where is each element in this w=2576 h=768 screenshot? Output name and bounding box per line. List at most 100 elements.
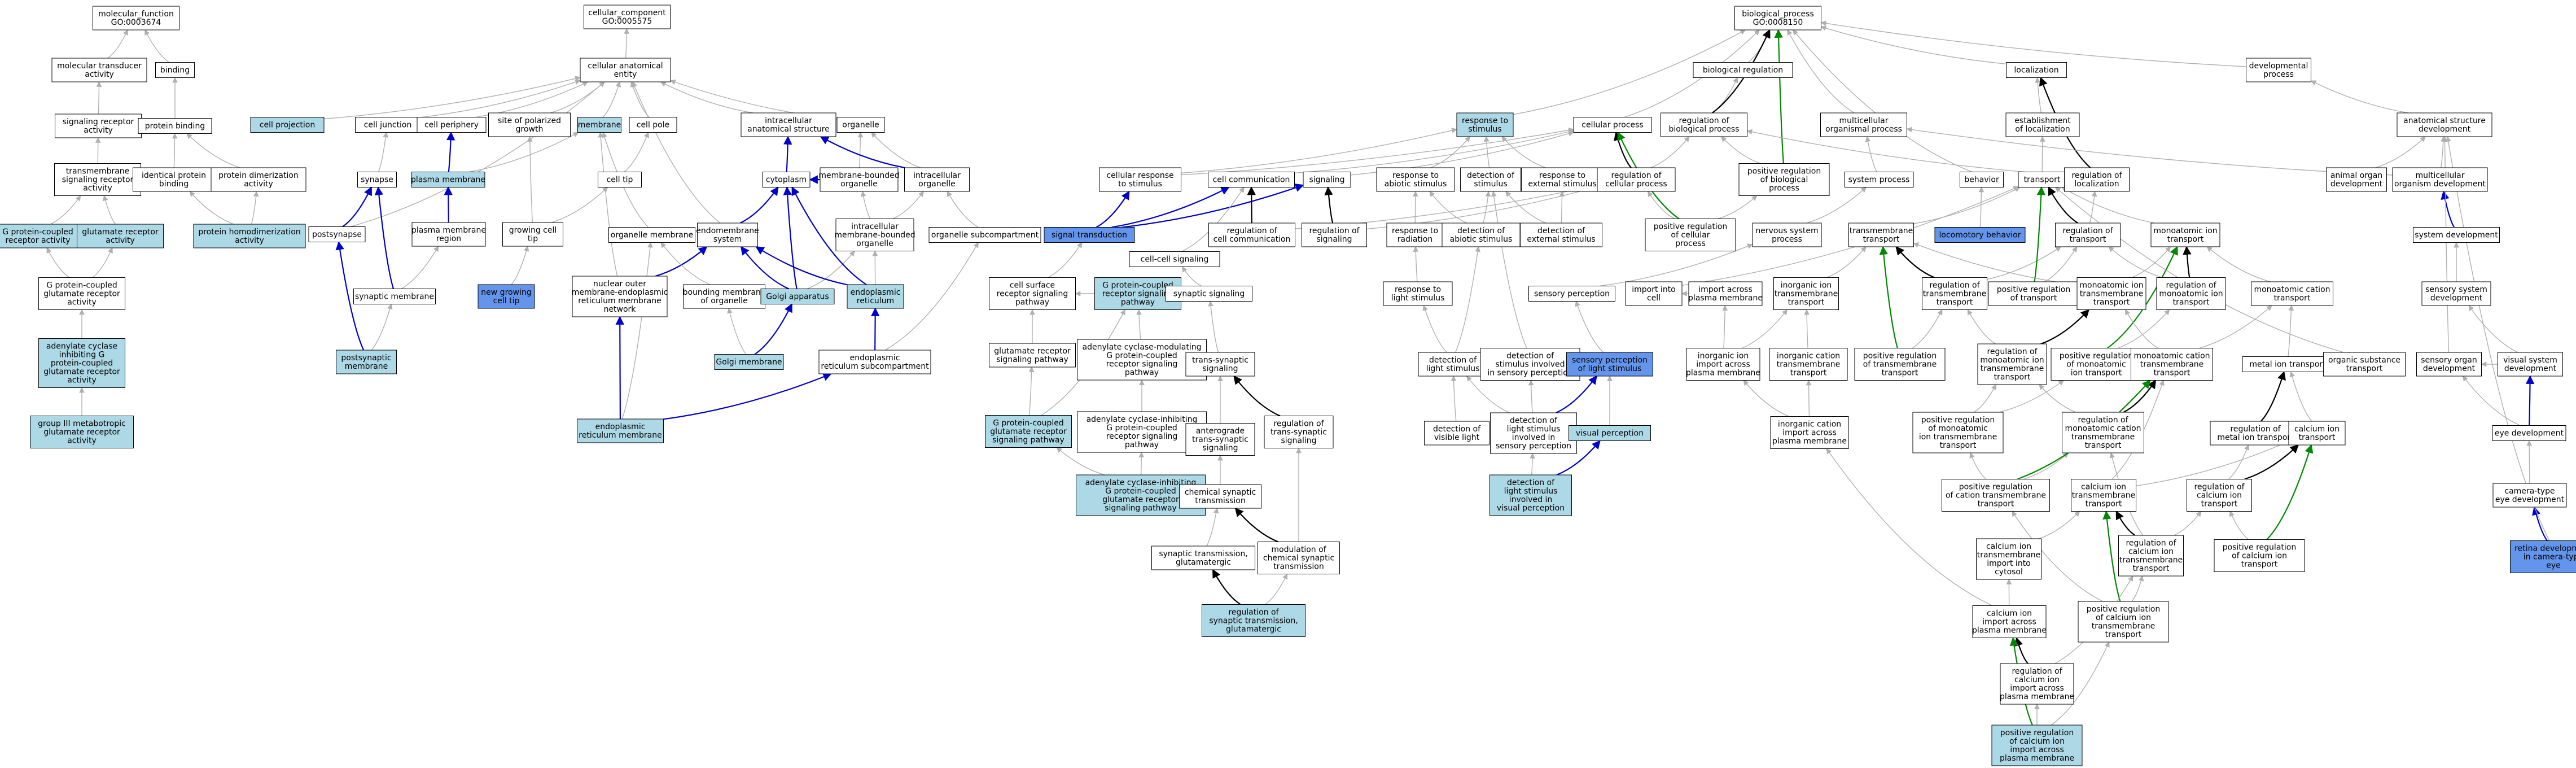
term-box (55, 114, 142, 138)
term-label-line: detection of (1506, 352, 1554, 361)
relation-edge (1056, 447, 1105, 475)
relation-edge (2289, 371, 2312, 422)
term-label-line: cytosol (1995, 568, 2023, 577)
term-box (38, 277, 125, 310)
relation-edge (2131, 246, 2171, 278)
term-label-line: positive regulation (1921, 416, 1995, 425)
term-box (2326, 167, 2387, 192)
term-label-line: binding (159, 180, 189, 189)
term-node-golgimem: Golgi membrane (714, 354, 784, 370)
term-label-line: GO:0008150 (1753, 18, 1803, 27)
term-box (1820, 112, 1907, 137)
term-label-line: protein homodimerization (198, 228, 300, 237)
relation-edge (2228, 444, 2250, 480)
term-label-line: calcium ion (1987, 609, 2032, 618)
term-box (760, 289, 835, 304)
term-label-line: region (436, 234, 461, 243)
relation-edge (739, 186, 779, 224)
term-label-line: monoatomic cation (2254, 285, 2330, 294)
term-box (2064, 167, 2130, 192)
relation-edge (1265, 573, 1288, 605)
term-box (2187, 479, 2252, 512)
term-label-line: Golgi apparatus (766, 293, 829, 302)
term-label-line: receptor signaling (1102, 290, 1174, 299)
term-box (1258, 542, 1340, 574)
term-label-line: calcium ion (1986, 542, 2031, 551)
term-box (2242, 356, 2333, 372)
term-box (762, 172, 811, 187)
term-box (1752, 222, 1822, 247)
term-box (488, 112, 571, 137)
term-label-line: positive regulation (1959, 483, 2032, 492)
term-label-line: reticulum membrane (579, 431, 661, 440)
relation-edge (1721, 136, 1761, 164)
term-label-line: membrane-bounded (818, 171, 899, 180)
relation-edge (1111, 186, 1230, 228)
term-label-line: intracellular (913, 171, 961, 180)
relation-edge (2206, 246, 2271, 282)
term-box (93, 6, 179, 30)
term-label-line: development (2423, 364, 2476, 373)
term-box (1770, 416, 1849, 449)
term-box (1376, 167, 1455, 192)
term-box (2421, 281, 2491, 306)
term-node-postsyn: postsynapse (308, 226, 366, 242)
relation-edge (1482, 191, 1491, 224)
term-box (355, 117, 420, 133)
term-label-line: positive regulation (1863, 352, 1937, 361)
term-node-cellproc: cellular process (1573, 117, 1652, 133)
term-box (1645, 219, 1736, 251)
term-label-line: calcium ion (2197, 491, 2242, 500)
relation-edge (1624, 29, 1760, 118)
term-label-line: monoatomic ion (2079, 281, 2143, 290)
term-box (847, 284, 904, 309)
relation-edge (1722, 305, 1728, 348)
term-box (2062, 412, 2144, 453)
relation-edge (323, 76, 581, 120)
term-label-line: of light stimulus (1578, 364, 1642, 373)
term-label-line: GO:0005575 (602, 17, 652, 26)
term-box (577, 117, 621, 133)
relation-edge (2183, 246, 2192, 278)
term-label-line: process (1772, 235, 1802, 244)
relation-edge (2012, 510, 2104, 602)
term-box (193, 224, 306, 248)
term-box (2492, 483, 2567, 508)
term-label-line: eye development (2495, 429, 2564, 438)
relation-edge (107, 29, 128, 59)
term-box (211, 167, 306, 192)
term-node-cytoplasm: cytoplasm (762, 172, 811, 187)
term-label-line: synaptic signaling (1173, 290, 1245, 299)
term-box (697, 222, 758, 247)
term-node-eyedev: eye development (2492, 425, 2566, 441)
term-label-line: glutamate receptor (43, 368, 120, 377)
term-label-line: inorganic cation (1777, 352, 1840, 361)
relation-edge (655, 246, 708, 277)
relation-edge (860, 191, 871, 219)
term-label-line: regulation of (2126, 539, 2176, 548)
relation-edge (621, 242, 653, 420)
relation-edge (1987, 246, 2062, 280)
term-box (2005, 112, 2080, 137)
term-label-line: import across (2010, 684, 2064, 693)
term-label-line: abiotic stimulus (1385, 180, 1447, 189)
term-label-line: anterograde (1196, 427, 1245, 436)
term-label-line: cellular process (1605, 180, 1667, 189)
term-node-transport: transport (2018, 172, 2066, 187)
term-label-line: involved in (1512, 433, 1556, 442)
relation-edge (1820, 25, 2007, 64)
term-box (0, 224, 79, 248)
term-node-mett: metal ion transport (2242, 356, 2333, 372)
